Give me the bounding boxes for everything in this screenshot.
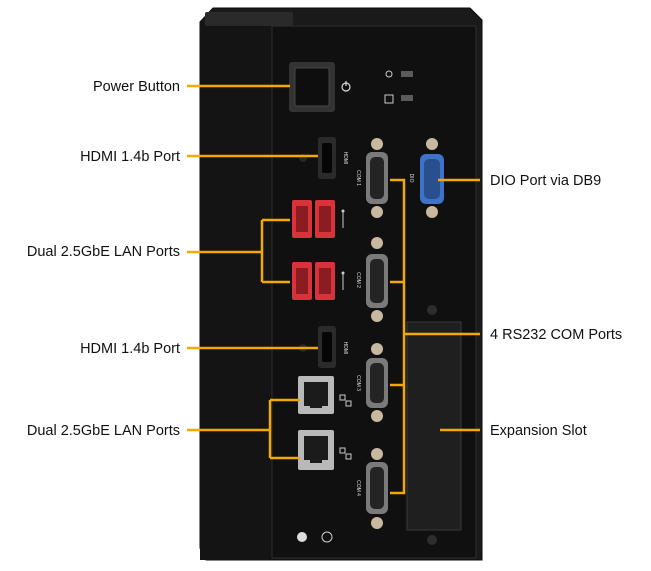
com-ports-label: 4 RS232 COM Ports <box>490 327 623 343</box>
power-button-label: Power Button <box>92 79 180 95</box>
lan-bottom-label: Dual 2.5GbE LAN Ports <box>26 423 180 439</box>
hdmi-label-top: HDMI <box>342 152 348 165</box>
lan-top-label: Dual 2.5GbE LAN Ports <box>26 244 180 260</box>
led-indicator-icon <box>385 70 413 78</box>
hdmi-top-label: HDMI 1.4b Port <box>80 149 180 165</box>
dio-port-label: DIO Port via DB9 <box>490 173 602 189</box>
hdmi-port-bottom <box>299 326 336 368</box>
com-port-4 <box>366 448 388 529</box>
power-button <box>289 62 335 112</box>
usb-port-group-top <box>292 200 335 238</box>
usb-port-group-bottom <box>292 262 335 300</box>
expansion-slot-label: Expansion Slot <box>490 423 587 439</box>
hdmi-bottom-label: HDMI 1.4b Port <box>80 341 180 357</box>
com4-label: COM 4 <box>355 480 361 496</box>
callout-line-usb <box>187 218 290 284</box>
hdmi-label-bottom: HDMI <box>342 342 348 355</box>
network-icon <box>339 447 352 460</box>
ground-icon <box>297 531 333 543</box>
callout-line-com <box>390 178 480 495</box>
network-icon <box>339 394 352 407</box>
dio-label: DIO <box>408 174 414 183</box>
usb-icon <box>341 209 345 228</box>
com-port-3 <box>366 343 388 422</box>
callout-lines <box>187 84 480 495</box>
com-port-2 <box>366 237 388 322</box>
expansion-slot <box>406 305 462 545</box>
com1-label: COM 1 <box>355 170 361 186</box>
dio-port <box>420 138 444 218</box>
hdd-indicator-icon <box>384 94 413 104</box>
com3-label: COM 3 <box>355 375 361 391</box>
usb-icon <box>341 271 345 290</box>
lan-port-top <box>298 376 334 414</box>
com-port-1 <box>366 138 388 218</box>
callout-line-lan <box>187 398 300 460</box>
power-icon <box>341 81 351 92</box>
com2-label: COM 2 <box>355 272 361 288</box>
lan-port-bottom <box>298 430 334 470</box>
